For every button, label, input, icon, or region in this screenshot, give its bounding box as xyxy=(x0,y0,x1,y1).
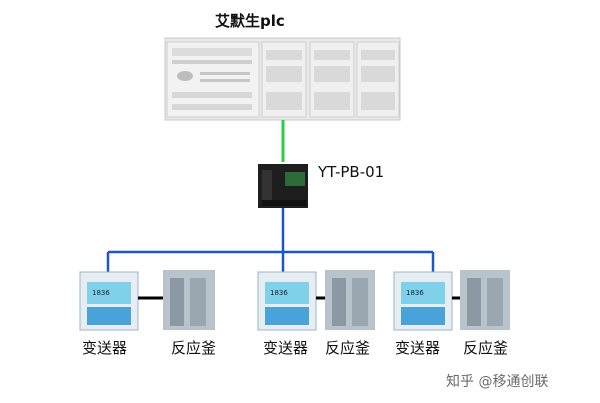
transmitter-label: 变送器 xyxy=(395,339,441,357)
plc-rack xyxy=(164,37,401,121)
svg-text:1836: 1836 xyxy=(270,289,288,297)
reactor-label: 反应釜 xyxy=(171,339,217,357)
svg-text:1836: 1836 xyxy=(92,289,110,297)
device-group-1: 1836 xyxy=(79,270,215,331)
transmitter-label: 变送器 xyxy=(263,339,309,357)
watermark: 知乎 @移通创联 xyxy=(446,374,549,390)
svg-text:1836: 1836 xyxy=(406,289,424,297)
transmitter-label: 变送器 xyxy=(82,339,128,357)
plc-title: 艾默生plc xyxy=(215,12,285,30)
reactor-label: 反应釜 xyxy=(463,339,509,357)
gateway-device xyxy=(258,164,308,208)
device-group-2: 1836 xyxy=(257,270,375,331)
reactor-label: 反应釜 xyxy=(325,339,371,357)
gateway-model-label: YT-PB-01 xyxy=(318,163,385,181)
device-group-3: 1836 xyxy=(393,270,510,331)
